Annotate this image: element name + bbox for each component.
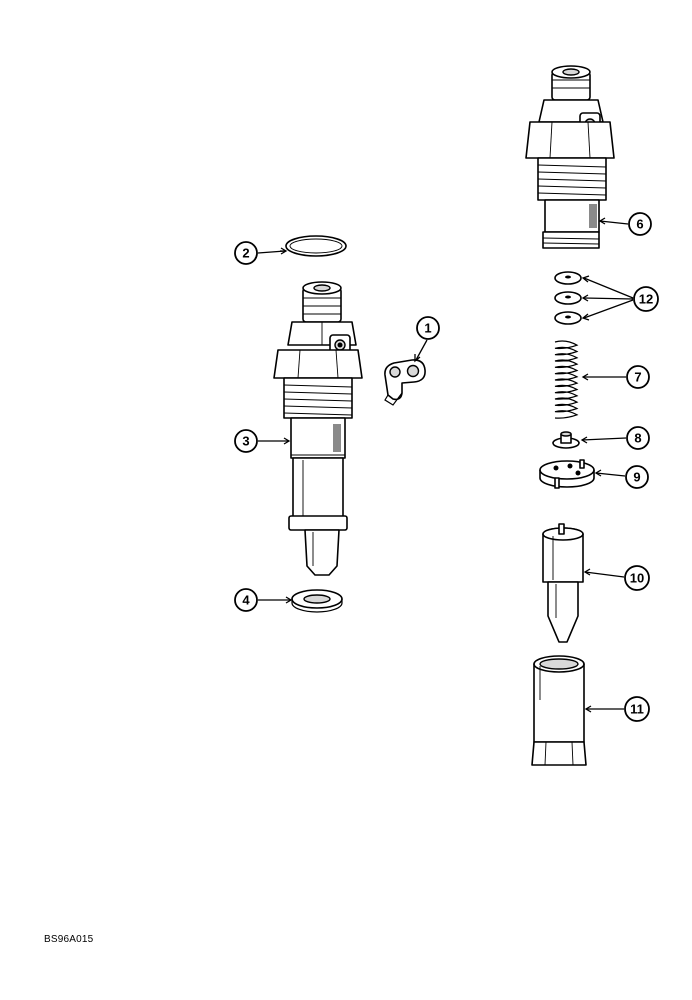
callout-1-label: 1 — [424, 321, 431, 336]
pressure-spring-part — [554, 340, 579, 419]
callout-1: 1 — [416, 316, 440, 340]
callout-3-label: 3 — [242, 434, 249, 449]
callout-12: 12 — [633, 286, 659, 312]
intermediate-plate-part — [539, 459, 595, 489]
nozzle-holder-body-part — [525, 65, 615, 249]
sealing-washer-part — [291, 589, 343, 613]
callout-9: 9 — [625, 465, 649, 489]
callout-12-label: 12 — [639, 292, 653, 307]
shims-part — [554, 271, 582, 325]
callout-6-label: 6 — [636, 217, 643, 232]
retaining-clip-part — [384, 359, 426, 406]
callout-10-label: 10 — [630, 571, 644, 586]
injector-assembly-part — [273, 281, 363, 576]
callout-9-label: 9 — [633, 470, 640, 485]
spring-seat-part — [552, 431, 580, 449]
callout-6: 6 — [628, 212, 652, 236]
callout-11-label: 11 — [630, 702, 644, 717]
nozzle-retaining-nut-part — [531, 655, 587, 766]
callout-7: 7 — [626, 365, 650, 389]
callout-8: 8 — [626, 426, 650, 450]
callout-3: 3 — [234, 429, 258, 453]
leader-lines — [257, 217, 634, 713]
callout-8-label: 8 — [634, 431, 641, 446]
callout-10: 10 — [624, 565, 650, 591]
o-ring-part — [285, 235, 347, 257]
callout-11: 11 — [624, 696, 650, 722]
callout-7-label: 7 — [634, 370, 641, 385]
callout-4-label: 4 — [242, 593, 250, 608]
callout-4: 4 — [234, 588, 258, 612]
figure-code: BS96A015 — [44, 934, 94, 945]
nozzle-part — [542, 523, 584, 643]
callout-2-label: 2 — [242, 246, 249, 261]
callout-2: 2 — [234, 241, 258, 265]
